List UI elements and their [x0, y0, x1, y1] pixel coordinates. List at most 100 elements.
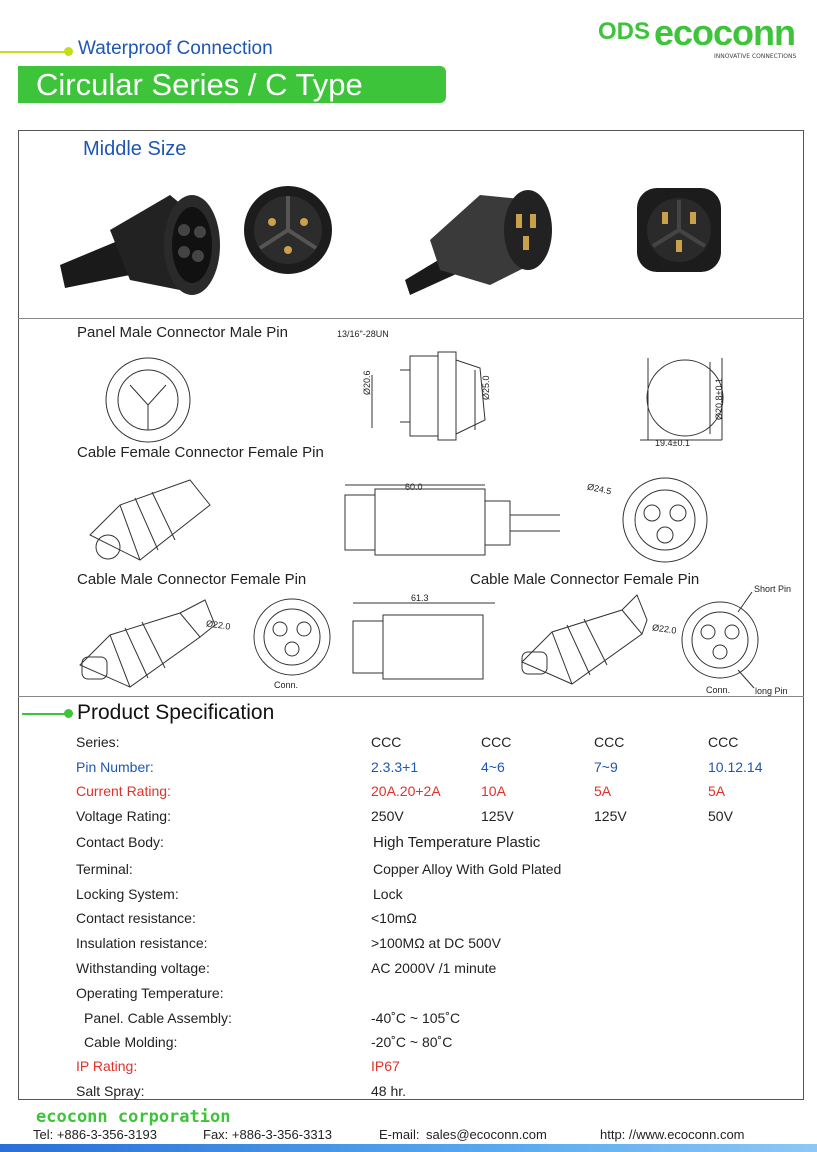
- spec-accent-line: [22, 713, 66, 715]
- dim-flat-width: 19.4±0.1: [655, 438, 690, 448]
- spec-row-salt-spray: Salt Spray: 48 hr.: [0, 1083, 817, 1107]
- spec-row-cable-molding: Cable Molding: -20˚C ~ 80˚C: [0, 1034, 817, 1058]
- spec-value: Copper Alloy With Gold Plated: [373, 861, 562, 877]
- photos-title: Middle Size: [83, 138, 187, 160]
- label-cable-female: Cable Female Connector Female Pin: [77, 444, 324, 461]
- footer-email-link[interactable]: sales@ecoconn.com: [426, 1127, 547, 1142]
- spec-label: Voltage Rating:: [76, 808, 171, 824]
- page-subtitle: Waterproof Connection: [78, 38, 273, 59]
- content-panel: [18, 130, 804, 1100]
- spec-row-insulation-resistance: Insulation resistance: >100MΩ at DC 500V: [0, 935, 817, 959]
- spec-value: 7~9: [594, 759, 618, 775]
- spec-accent-dot: [64, 709, 73, 718]
- logo-prefix: ODS: [598, 18, 651, 45]
- dim-female-length: 60.0: [405, 482, 423, 492]
- spec-value: IP67: [371, 1058, 400, 1074]
- photo-female-face-icon: [244, 186, 332, 274]
- spec-row-operating-temp: Operating Temperature:: [0, 985, 817, 1009]
- spec-label: Locking System:: [76, 886, 179, 902]
- conn-label-2: Conn.: [706, 685, 731, 695]
- logo-name: ecoconn: [654, 12, 796, 53]
- header-accent-line: [0, 51, 66, 53]
- spec-value: High Temperature Plastic: [373, 834, 541, 851]
- label-panel-male: Panel Male Connector Male Pin: [77, 324, 288, 341]
- spec-label: Salt Spray:: [76, 1083, 145, 1099]
- spec-row-withstanding-voltage: Withstanding voltage: AC 2000V /1 minute: [0, 960, 817, 984]
- spec-label: Cable Molding:: [84, 1034, 178, 1050]
- photo-male-cable-icon: [405, 190, 552, 295]
- spec-label: Contact resistance:: [76, 910, 196, 926]
- spec-value: Lock: [373, 886, 403, 902]
- spec-row-series: Series: CCC CCC CCC CCC: [0, 734, 817, 758]
- drawing-cable-male-1: [79, 598, 495, 688]
- header-accent-dot: [64, 47, 73, 56]
- spec-value: 125V: [481, 808, 514, 824]
- company-name: ecoconn corporation: [36, 1107, 231, 1127]
- spec-label: Series:: [76, 734, 120, 750]
- product-photos: [60, 186, 721, 295]
- spec-row-locking: Locking System: Lock: [0, 886, 817, 910]
- spec-label: Contact Body:: [76, 834, 164, 850]
- logo-tagline: INNOVATIVE CONNECTIONS: [714, 53, 797, 60]
- spec-row-pin-number: Pin Number: 2.3.3+1 4~6 7~9 10.12.14: [0, 759, 817, 783]
- label-cable-male-1: Cable Male Connector Female Pin: [77, 571, 307, 588]
- brand-logo: ODS ecoconn INNOVATIVE CONNECTIONS: [598, 12, 800, 64]
- spec-row-voltage-rating: Voltage Rating: 250V 125V 125V 50V: [0, 808, 817, 832]
- conn-label-1: Conn.: [274, 680, 299, 690]
- page-title: Circular Series / C Type: [36, 67, 363, 102]
- divider-photos: [18, 318, 804, 319]
- photo-female-cable-icon: [60, 195, 220, 295]
- drawing-panel-male: [105, 351, 724, 443]
- dim-d1: Ø20.6: [362, 370, 372, 395]
- spec-value: 10.12.14: [708, 759, 763, 775]
- footer-email-label: E-mail:: [379, 1127, 420, 1142]
- spec-value: CCC: [371, 734, 402, 750]
- spec-row-terminal: Terminal: Copper Alloy With Gold Plated: [0, 861, 817, 885]
- spec-value: 250V: [371, 808, 404, 824]
- spec-value: 20A.20+2A: [371, 783, 441, 799]
- title-banner: [18, 66, 446, 103]
- spec-value: 50V: [708, 808, 733, 824]
- spec-value: >100MΩ at DC 500V: [371, 935, 501, 951]
- spec-row-current-rating: Current Rating: 20A.20+2A 10A 5A 5A: [0, 783, 817, 807]
- spec-row-ip-rating: IP Rating: IP67: [0, 1058, 817, 1082]
- spec-value: 125V: [594, 808, 627, 824]
- spec-value: 2.3.3+1: [371, 759, 419, 775]
- dim-flat-height: Ø20.8±0.1: [714, 378, 724, 420]
- spec-row-panel-cable: Panel. Cable Assembly: -40˚C ~ 105˚C: [0, 1010, 817, 1034]
- divider-drawings: [18, 696, 804, 697]
- spec-value: 5A: [594, 783, 612, 799]
- spec-row-contact-resistance: Contact resistance: <10mΩ: [0, 910, 817, 934]
- photo-male-face-icon: [637, 188, 721, 272]
- spec-value: CCC: [708, 734, 739, 750]
- dim-male1-length: 61.3: [411, 593, 429, 603]
- label-long-pin: long Pin: [755, 686, 788, 696]
- spec-value: 4~6: [481, 759, 505, 775]
- spec-value: -40˚C ~ 105˚C: [371, 1010, 461, 1026]
- spec-label: Withstanding voltage:: [76, 960, 210, 976]
- dim-thread: 13/16"-28UN: [337, 329, 389, 339]
- spec-label: Panel. Cable Assembly:: [84, 1010, 232, 1026]
- spec-label: Current Rating:: [76, 783, 171, 799]
- dim-d2: Ø25.0: [481, 375, 491, 400]
- spec-value: AC 2000V /1 minute: [371, 960, 497, 976]
- label-cable-male-2: Cable Male Connector Female Pin: [470, 571, 700, 588]
- spec-value: CCC: [481, 734, 512, 750]
- spec-value: 5A: [708, 783, 726, 799]
- spec-label: IP Rating:: [76, 1058, 138, 1074]
- spec-label: Operating Temperature:: [76, 985, 224, 1001]
- footer-web-link[interactable]: http: //www.ecoconn.com: [600, 1127, 745, 1142]
- footer-fax: Fax: +886-3-356-3313: [203, 1127, 333, 1142]
- spec-label: Insulation resistance:: [76, 935, 208, 951]
- label-short-pin: Short Pin: [754, 584, 792, 594]
- drawing-cable-female: [89, 477, 708, 563]
- spec-title: Product Specification: [77, 701, 275, 724]
- footer-tel: Tel: +886-3-356-3193: [33, 1127, 157, 1142]
- spec-row-contact-body: Contact Body: High Temperature Plastic: [0, 834, 817, 858]
- footer-bar: [0, 1144, 817, 1152]
- spec-label: Pin Number:: [76, 759, 154, 775]
- spec-value: CCC: [594, 734, 625, 750]
- spec-value: 10A: [481, 783, 506, 799]
- drawing-cable-male-2: [521, 591, 759, 689]
- spec-value: 48 hr.: [371, 1083, 407, 1099]
